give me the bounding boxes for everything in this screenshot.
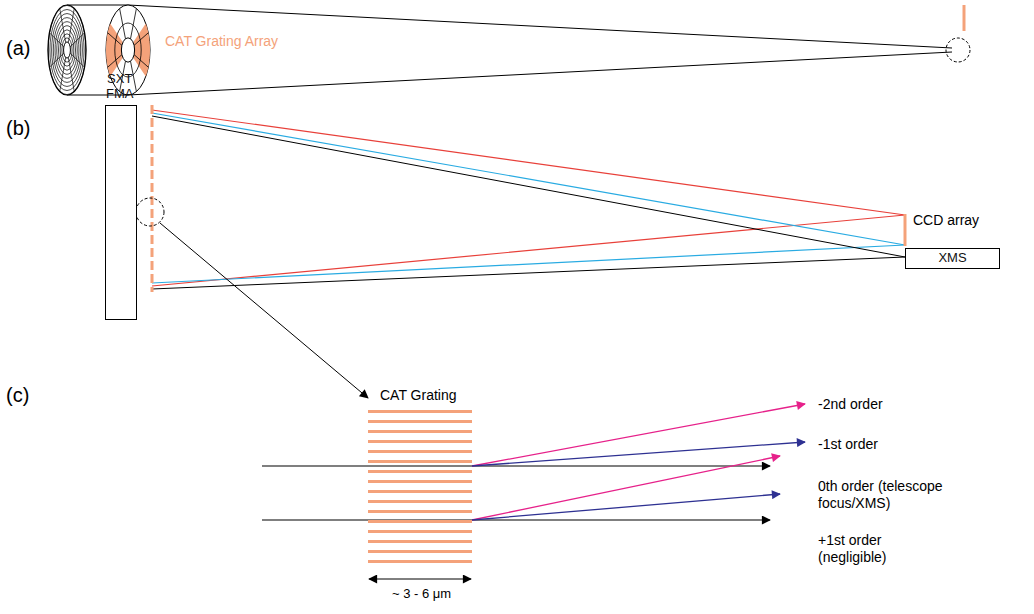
mirror-spoke (49, 53, 63, 67)
mirror-shell (52, 14, 83, 87)
ray (152, 110, 905, 215)
ray (152, 116, 905, 257)
grating-bar (368, 440, 472, 443)
panel-label: (c) (6, 383, 29, 407)
grating-bar (368, 460, 472, 463)
ray (152, 245, 905, 283)
order-label: -1st order (818, 436, 878, 453)
ray (152, 257, 905, 289)
mirror-assembly (48, 5, 86, 95)
component-label: CCD array (913, 212, 979, 229)
order-label: +1st order (negligible) (818, 532, 918, 566)
detector-box: XMS (905, 248, 1000, 269)
grating-bar (368, 530, 472, 533)
mirror-spoke (70, 53, 84, 67)
grating-spoke (134, 55, 148, 68)
focus-circle (946, 38, 970, 62)
grating-bar (368, 560, 472, 563)
component-label: CAT Grating (380, 387, 457, 404)
beam-outline (128, 52, 952, 95)
first-order-ray (472, 442, 805, 466)
ccd-array-strip (904, 214, 907, 246)
component-label: CAT Grating Array (165, 33, 278, 50)
grating-bar (368, 520, 472, 523)
grating-bar (368, 540, 472, 543)
grating-bar (368, 410, 472, 413)
zero-order-ray (262, 465, 770, 466)
second-order-ray (472, 404, 805, 466)
order-label: -2nd order (818, 396, 883, 413)
mirror-hub (64, 42, 71, 58)
grating-bar (368, 500, 472, 503)
grating-spoke (134, 33, 148, 46)
mirror-spoke (60, 8, 66, 42)
grating-spoke (131, 8, 137, 38)
grating-sector (133, 24, 150, 77)
order-label: 0th order (telescope focus/XMS) (818, 478, 988, 512)
mirror-housing (67, 5, 128, 6)
mirror-shell (50, 10, 84, 91)
mirror-assembly-box: SXT FMA (105, 105, 137, 320)
dimension-line (369, 579, 471, 580)
box-heading: SXT FMA (106, 72, 133, 102)
box-label: XMS (938, 251, 966, 266)
zero-order-ray (262, 519, 770, 520)
dimension-label: ~ 3 - 6 μm (392, 586, 451, 602)
grating-bar (368, 510, 472, 513)
grating-bar (368, 450, 472, 453)
mirror-spoke (68, 57, 74, 91)
grating-spoke (120, 8, 126, 38)
mirror-shell (58, 30, 75, 71)
mirror-shell (57, 26, 78, 75)
panel-label: (a) (6, 36, 30, 60)
grating-hub (121, 38, 134, 62)
panel-label: (b) (6, 116, 30, 140)
grating-sector (106, 24, 123, 77)
first-order-ray (472, 494, 780, 520)
ccd-strip (963, 5, 966, 31)
grating-bar (368, 550, 472, 553)
mirror-shell (53, 18, 80, 83)
mirror-spoke (49, 33, 63, 47)
grating-bar (368, 470, 472, 473)
mirror-shell (55, 22, 79, 79)
grating-spoke (108, 55, 122, 68)
mirror-spoke (70, 33, 84, 47)
second-order-ray (472, 456, 780, 520)
zoom-circle (136, 198, 164, 226)
mirror-shell (60, 34, 74, 66)
mirror-shell (62, 38, 72, 62)
mirror-spoke (60, 57, 66, 91)
grating-bar (368, 420, 472, 423)
grating-bar (368, 430, 472, 433)
ray (152, 113, 905, 245)
grating-spoke (108, 33, 122, 46)
grating-bar (368, 480, 472, 483)
mirror-spoke (68, 8, 74, 42)
grating-bar (368, 490, 472, 493)
mirror-shell (48, 5, 86, 94)
grating-ring (115, 23, 141, 77)
zoom-arrow (160, 223, 368, 398)
